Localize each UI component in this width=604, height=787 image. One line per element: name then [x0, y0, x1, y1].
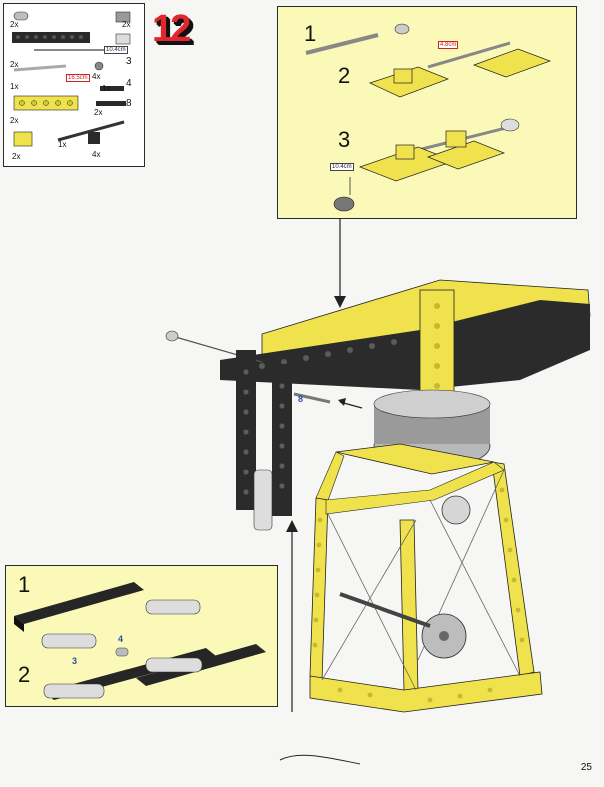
subassembly-bottom-panel: 1 2 4 3	[5, 565, 278, 707]
length-tag: 10.4cm	[330, 163, 354, 171]
part-length-tag: 10.4cm	[104, 46, 128, 54]
callout-number: 4	[118, 634, 124, 644]
length-tag: 4.8cm	[438, 41, 459, 49]
part-qty: 8	[126, 98, 132, 109]
part-qty: 1x	[58, 140, 67, 149]
subassembly-bottom-art	[14, 582, 266, 700]
callout-number: 3	[72, 656, 78, 666]
sub-step-number: 1	[18, 572, 31, 597]
subassembly-top-art	[305, 23, 552, 212]
part-qty: 1x	[102, 84, 111, 93]
part-qty: 2x	[122, 20, 131, 29]
part-qty: 4x	[92, 150, 101, 159]
page-number: 25	[580, 762, 592, 773]
sub-step-number: 2	[338, 63, 351, 88]
part-qty: 2x	[10, 60, 19, 69]
part-qty: 2x	[10, 20, 19, 29]
sub-step-number: 1	[304, 21, 317, 46]
sub-step-number: 3	[338, 127, 351, 152]
part-qty: 2x	[10, 116, 19, 125]
part-qty: 2x	[12, 152, 21, 161]
part-qty: 3	[126, 56, 132, 67]
step-number: 12	[152, 8, 191, 50]
part-qty: 4x	[92, 72, 101, 81]
axle-callout-number: 8	[298, 394, 304, 404]
parts-list-art	[12, 11, 131, 147]
subassembly-top-panel: 1 2 3 4.8cm 10.4cm	[277, 6, 577, 219]
part-qty: 1x	[10, 82, 19, 91]
part-qty: 2x	[94, 108, 103, 117]
part-length-tag: 16.5cm	[66, 74, 90, 82]
sub-step-number: 2	[18, 662, 31, 687]
parts-list-panel: 2x 2x 2x 10.4cm 4x 3 1x 16.5cm 1x 4 2x 8…	[3, 3, 145, 167]
part-qty: 4	[126, 78, 132, 89]
